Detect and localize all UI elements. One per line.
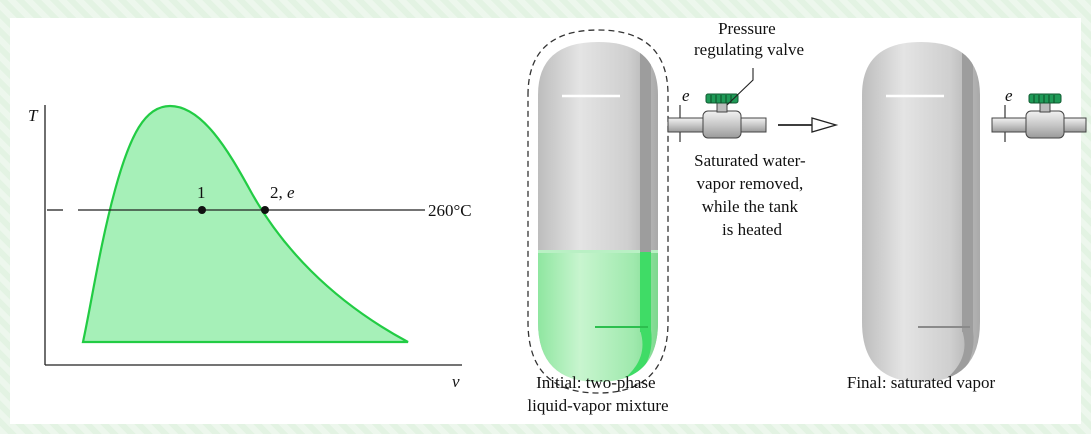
valve-stem [1039,102,1051,113]
x-axis-label: v [452,372,460,391]
liquid-surface-band [538,250,658,253]
removal-line2: vapor removed, [697,174,804,193]
initial-tank [527,29,669,394]
tank-shadow-stripe-vapor [640,42,651,252]
removal-description: Saturated water- vapor removed, while th… [694,151,810,239]
tank-shadow-stripe-liquid [640,252,651,332]
state-point-2-label-subscript: e [287,183,295,202]
removal-line1: Saturated water- [694,151,806,170]
state-point-1-label: 1 [197,183,206,202]
exit-label: e [1005,86,1013,105]
initial-caption-line1: Initial: two-phase [536,373,655,392]
valve-body [702,110,742,139]
valve-leader-line [726,68,754,106]
final-valve: e [991,86,1087,142]
valve-handwheel [705,93,739,104]
initial-caption: Initial: two-phase liquid-vapor mixture [527,373,668,415]
tank-bottom-stripe [620,330,652,382]
valve-body [1025,110,1065,139]
liquid-region [538,252,658,382]
state-point-2-label-text: 2, [270,183,287,202]
state-point-2-label: 2, e [270,183,295,202]
tank-shadow-stripe [962,42,973,332]
valve-handwheel [1028,93,1062,104]
valve-title-line2: regulating valve [694,40,804,59]
tv-diagram: T v 260°C 1 2, e [28,104,472,391]
valve-title-line1: Pressure [718,19,776,38]
tank-body [862,42,980,382]
final-tank [862,42,980,382]
final-caption-line1: Final: saturated vapor [847,373,996,392]
initial-caption-line2: liquid-vapor mixture [527,396,668,415]
tank-bottom-stripe [942,330,974,382]
y-axis-label: T [28,106,39,125]
state-point-2 [261,206,269,214]
isotherm-label: 260°C [428,201,472,220]
state-point-1 [198,206,206,214]
valve-stem [716,102,728,113]
valve-title: Pressure regulating valve [694,19,804,59]
saturation-dome [81,104,409,344]
pressure-regulating-valve: e Pressure regulating valve [667,19,804,142]
final-caption: Final: saturated vapor [847,373,996,392]
process-arrow [778,117,839,133]
removal-line4: is heated [722,220,782,239]
control-volume-boundary [527,29,669,394]
removal-line3: while the tank [702,197,799,216]
exit-label: e [682,86,690,105]
